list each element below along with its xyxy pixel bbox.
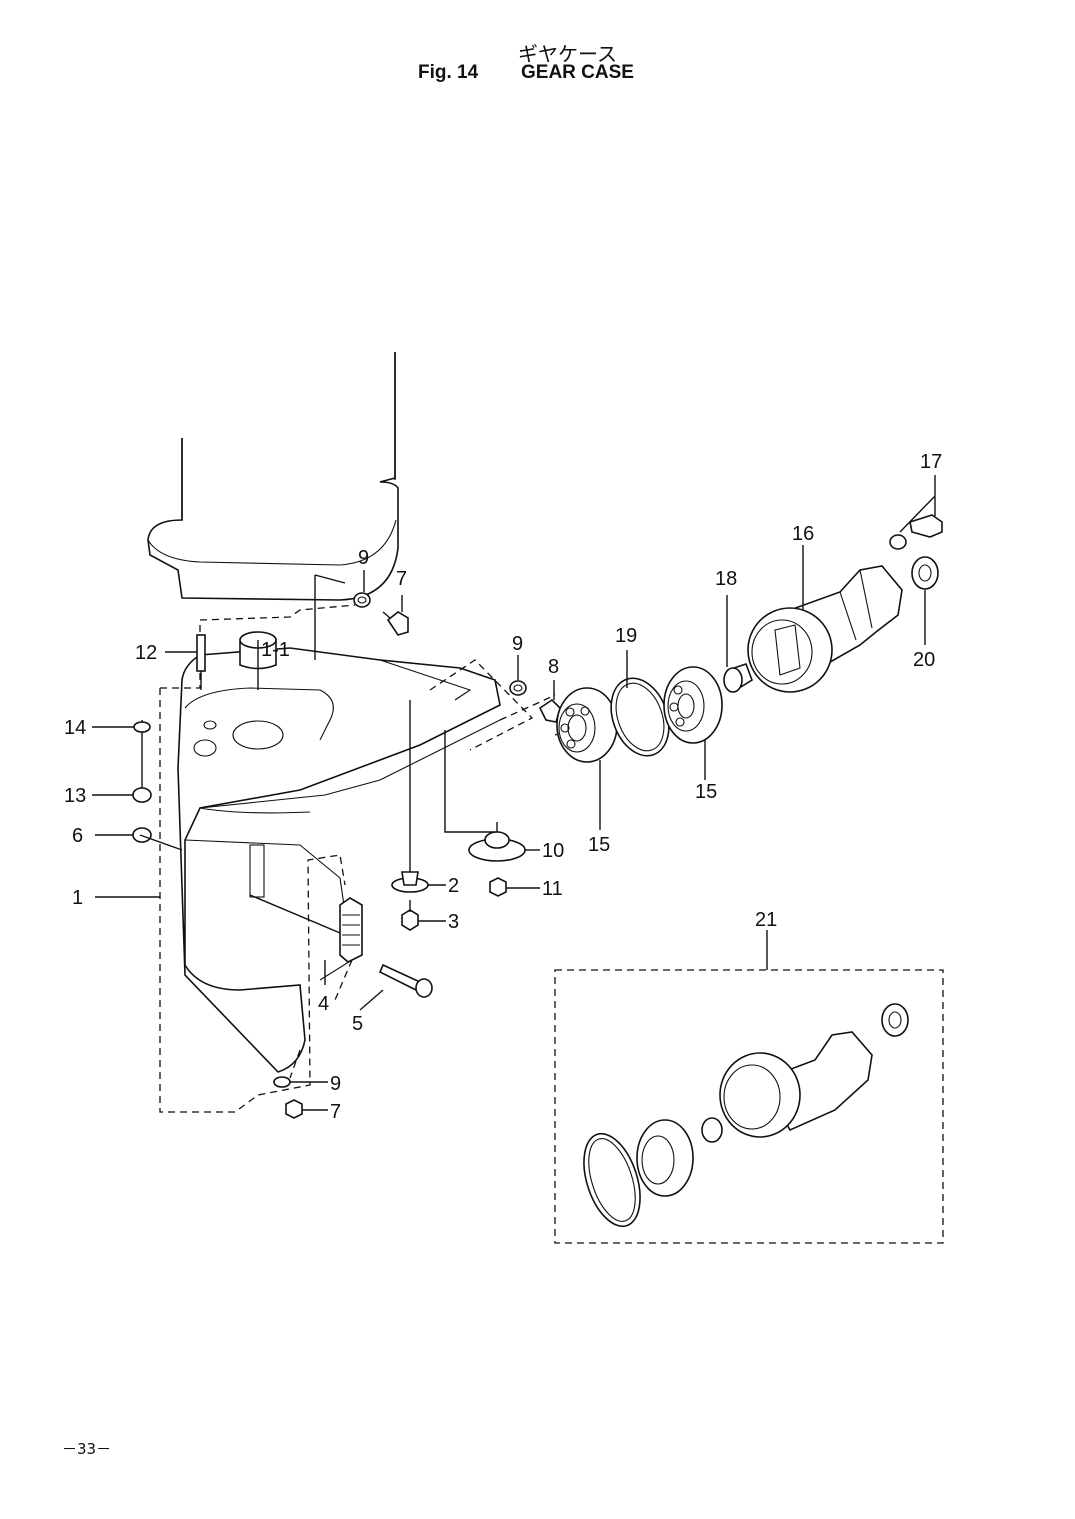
figure-title: GEAR CASE	[521, 62, 634, 83]
label-part-8: 8	[548, 656, 559, 678]
label-part-7-top: 7	[396, 568, 407, 590]
label-part-6: 6	[72, 825, 83, 847]
figure-title-japanese: ギヤケース	[518, 42, 617, 66]
bolt-part	[378, 963, 433, 998]
housing-bolt-part	[889, 514, 943, 550]
dowel-pin-part	[196, 634, 206, 672]
label-part-18: 18	[715, 568, 737, 590]
label-part-16: 16	[792, 523, 814, 545]
label-part-15-lower: 15	[588, 834, 610, 856]
gasket-top-part	[353, 592, 371, 608]
anode-part	[391, 871, 429, 893]
label-part-19: 19	[615, 625, 637, 647]
trim-tab-screw-part	[489, 877, 507, 897]
ball-bearing-part	[556, 687, 618, 763]
label-part-11: 11	[542, 878, 563, 900]
needle-bearing-small-part	[723, 662, 753, 693]
plug-screw-top-part	[382, 611, 409, 636]
label-part-1: 1	[72, 887, 83, 909]
label-part-17: 17	[920, 451, 942, 473]
page-number: －33－	[62, 1440, 112, 1458]
label-part-3: 3	[448, 911, 459, 933]
label-part-9-top: 9	[358, 547, 369, 569]
gear-case-body	[177, 647, 501, 1073]
label-part-5: 5	[352, 1013, 363, 1035]
drain-screw-part	[285, 1099, 303, 1119]
figure-number: Fig. 14	[418, 62, 479, 83]
label-part-15-upper: 15	[695, 781, 717, 803]
label-part-21: 21	[755, 909, 777, 931]
gasket-bottom-part	[273, 1076, 291, 1088]
label-part-9-middle: 9	[512, 633, 523, 655]
label-part-1-1: 1-1	[261, 639, 290, 661]
label-part-7-bottom: 7	[330, 1101, 341, 1123]
gasket-middle-part	[509, 680, 527, 696]
oil-seal-part	[911, 556, 939, 590]
needle-bearing-part	[239, 631, 277, 690]
anode-screw-part	[401, 900, 419, 931]
label-part-14: 14	[64, 717, 86, 739]
washer-part	[133, 721, 151, 733]
callout-labels: 1 1-1 2 3 4 5 6 7 7 8 9 9 9 10 11 12 13 …	[64, 451, 942, 1123]
label-part-9-bottom: 9	[330, 1073, 341, 1095]
trim-tab-part	[468, 831, 526, 862]
label-part-4: 4	[318, 993, 329, 1015]
label-part-20: 20	[913, 649, 935, 671]
label-part-2: 2	[448, 875, 459, 897]
label-part-10: 10	[542, 840, 564, 862]
label-part-13: 13	[64, 785, 86, 807]
leader-lines	[92, 475, 936, 1111]
bearing-housing-assembly-box	[554, 969, 944, 1244]
bearing-housing-part	[747, 565, 903, 693]
ball-bearing-upper-part	[663, 666, 723, 744]
nut-part	[132, 787, 152, 803]
label-part-12: 12	[135, 642, 157, 664]
drive-shaft-housing	[147, 352, 399, 601]
water-strainer-part	[339, 897, 363, 963]
